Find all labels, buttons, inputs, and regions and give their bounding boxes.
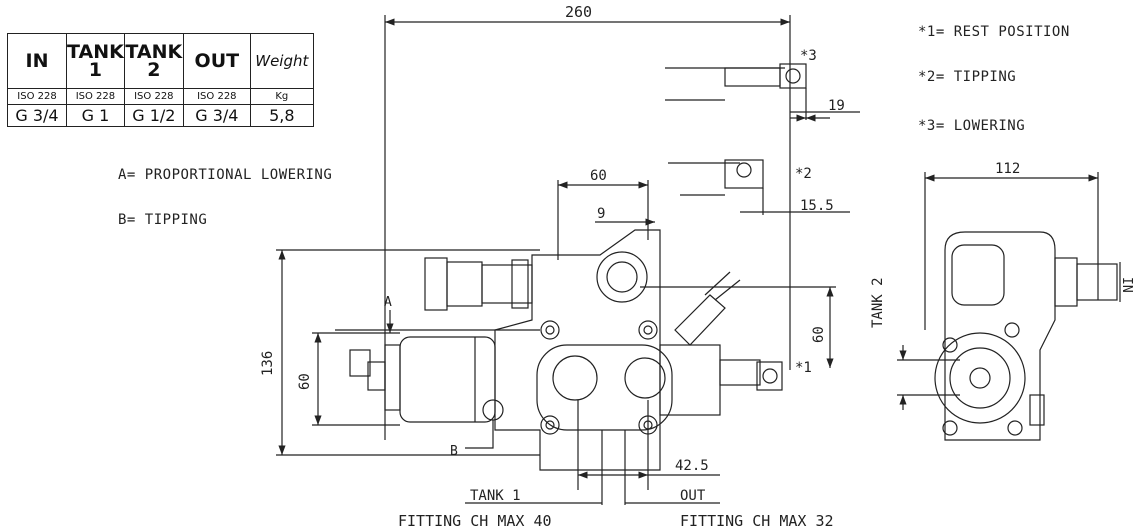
dim-19-text: 19	[828, 98, 845, 114]
spec-header-tank2-text: TANK 2	[125, 41, 183, 81]
dim-15-5-text: 15.5	[800, 198, 834, 214]
dim-112-text: 112	[995, 161, 1020, 177]
note-rest-position: *1= REST POSITION	[918, 24, 1070, 40]
callout-star2: *2	[795, 166, 812, 182]
lever-tipping-detail: *2 15.5	[668, 159, 850, 215]
label-fitting-left: FITTING CH MAX 40	[398, 512, 552, 530]
spec-header-tank2: TANK 2	[123, 33, 184, 89]
spec-value-out: G 3/4	[182, 104, 251, 127]
spec-header-in: IN	[7, 33, 67, 89]
spec-unit-in: ISO 228	[7, 88, 67, 105]
label-tank2: TANK 2	[870, 277, 886, 328]
spec-value-tank2: G 1/2	[123, 104, 184, 127]
valve-side-view: 112 TANK 2 IN	[870, 161, 1134, 441]
note-lowering: *3= LOWERING	[918, 118, 1026, 134]
dim-60-right-text: 60	[811, 326, 827, 343]
spec-value-weight: 5,8	[249, 104, 314, 127]
spec-value-tank1: G 1	[66, 104, 125, 127]
valve-front-view: 60 9 136 60	[260, 168, 836, 530]
callout-b: B	[450, 444, 458, 459]
dim-136-text: 136	[260, 351, 276, 376]
lever-lowering-detail: *3 19	[665, 48, 860, 122]
dim-60-top-text: 60	[590, 168, 607, 184]
callout-star3: *3	[800, 48, 817, 64]
spec-header-weight: Weight	[249, 33, 314, 89]
label-out: OUT	[680, 488, 706, 504]
spec-table: IN TANK 1 TANK 2 OUT Weight ISO 228 ISO …	[7, 33, 314, 127]
dim-260-text: 260	[565, 3, 592, 21]
dim-60-left-text: 60	[297, 373, 313, 390]
spec-value-row: G 3/4 G 1 G 1/2 G 3/4 5,8	[7, 104, 314, 127]
note-tipping: *2= TIPPING	[918, 69, 1017, 85]
spec-value-in: G 3/4	[7, 104, 67, 127]
legend-b-label: B= TIPPING	[118, 212, 208, 228]
label-in: IN	[1119, 277, 1134, 293]
dim-42-5-text: 42.5	[675, 458, 709, 474]
dim-9-text: 9	[597, 206, 605, 222]
legend-a-label: A= PROPORTIONAL LOWERING	[118, 167, 333, 183]
spec-header-tank1-text: TANK 1	[67, 41, 124, 81]
spec-header-row: IN TANK 1 TANK 2 OUT Weight	[7, 33, 314, 89]
label-tank1: TANK 1	[470, 488, 521, 504]
spec-header-tank1: TANK 1	[66, 33, 125, 89]
callout-star1: *1	[795, 360, 812, 376]
label-fitting-right: FITTING CH MAX 32	[680, 512, 834, 530]
callout-a: A	[384, 295, 392, 310]
